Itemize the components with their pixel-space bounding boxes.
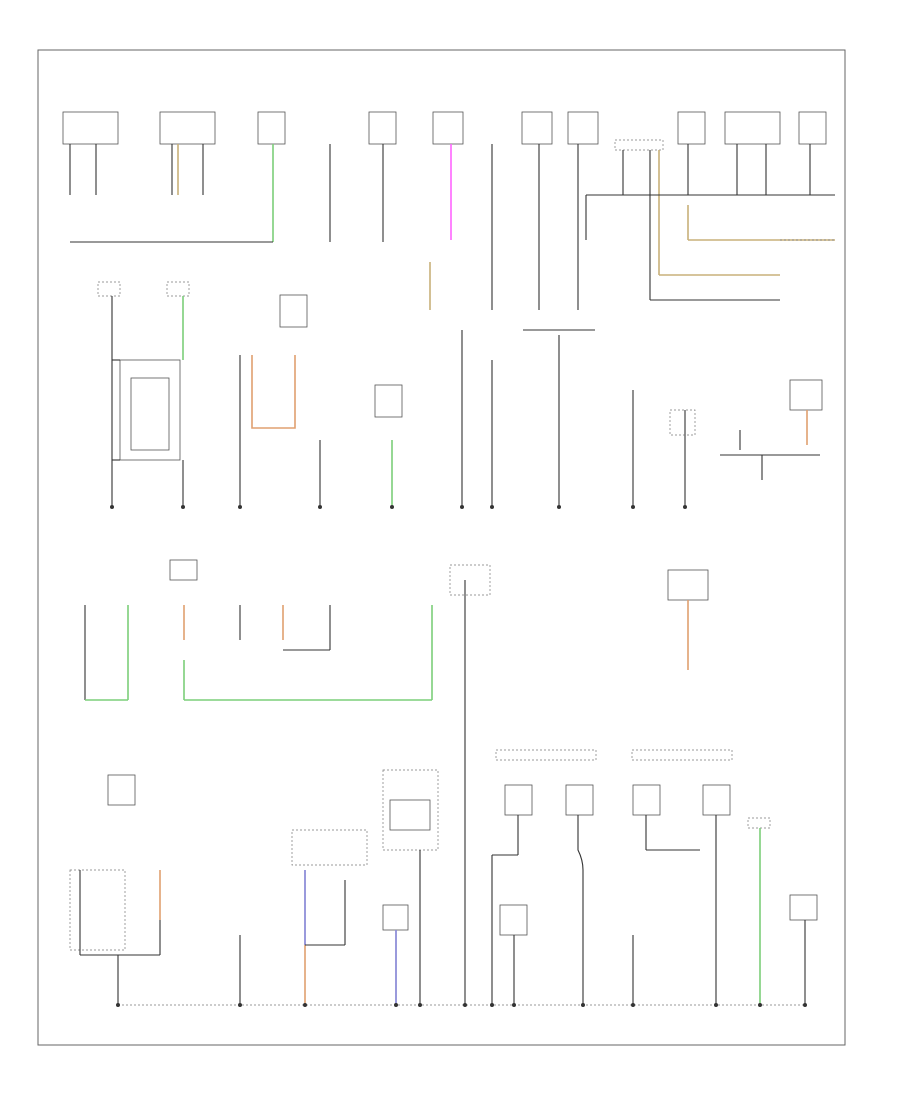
ground-point — [303, 1003, 307, 1007]
ground-point — [758, 1003, 762, 1007]
ground-point — [390, 505, 394, 509]
component-dashed-box — [614, 139, 664, 151]
component-dashed-box — [166, 281, 190, 297]
ground-point — [394, 1003, 398, 1007]
row-2 — [97, 281, 823, 505]
component-box — [107, 774, 136, 806]
component-dashed-box — [449, 564, 491, 596]
component-box — [130, 377, 170, 451]
component-box — [279, 294, 308, 328]
ground-point — [318, 505, 322, 509]
component-dashed-box — [382, 769, 439, 851]
component-box — [702, 784, 731, 816]
diagram-border — [37, 49, 846, 1046]
ground-point — [418, 1003, 422, 1007]
component-dashed-box — [495, 749, 597, 761]
component-box — [667, 569, 709, 601]
component-box — [62, 111, 119, 145]
wire — [577, 815, 584, 1005]
ground-point — [463, 1003, 467, 1007]
wire — [251, 355, 296, 429]
ground-point — [714, 1003, 718, 1007]
row-4-grounds — [116, 1003, 807, 1007]
ground-point — [631, 505, 635, 509]
component-box — [798, 111, 827, 145]
ground-point — [803, 1003, 807, 1007]
ground-point — [581, 1003, 585, 1007]
ground-point — [181, 505, 185, 509]
component-box — [565, 784, 594, 816]
row-1-components — [62, 111, 827, 151]
component-dashed-box — [631, 749, 733, 761]
ground-point — [116, 1003, 120, 1007]
component-box — [432, 111, 464, 145]
ground-point — [490, 505, 494, 509]
component-box — [169, 559, 198, 581]
component-box — [567, 111, 599, 145]
component-box — [389, 799, 431, 831]
component-box — [632, 784, 661, 816]
component-box — [521, 111, 553, 145]
row-1-wires — [69, 144, 835, 310]
ground-point — [490, 1003, 494, 1007]
component-box — [374, 384, 403, 418]
component-dashed-box — [747, 817, 771, 829]
component-box — [499, 904, 528, 936]
row-2-grounds — [110, 505, 687, 509]
ground-point — [110, 505, 114, 509]
ground-point — [557, 505, 561, 509]
ground-point — [631, 1003, 635, 1007]
component-dashed-box — [69, 869, 126, 951]
component-box — [677, 111, 706, 145]
ground-point — [238, 1003, 242, 1007]
ground-point — [683, 505, 687, 509]
component-box — [382, 904, 409, 931]
component-box — [789, 379, 823, 411]
component-dashed-box — [97, 281, 121, 297]
component-box — [257, 111, 286, 145]
component-dashed-box — [669, 409, 696, 436]
ground-point — [460, 505, 464, 509]
component-box — [368, 111, 397, 145]
component-box — [724, 111, 781, 145]
row-3 — [84, 559, 709, 1005]
ground-point — [512, 1003, 516, 1007]
component-box — [159, 111, 216, 145]
row-4 — [69, 749, 818, 1006]
component-dashed-box — [291, 829, 368, 866]
ground-point — [238, 505, 242, 509]
component-box — [789, 894, 818, 921]
component-box — [504, 784, 533, 816]
